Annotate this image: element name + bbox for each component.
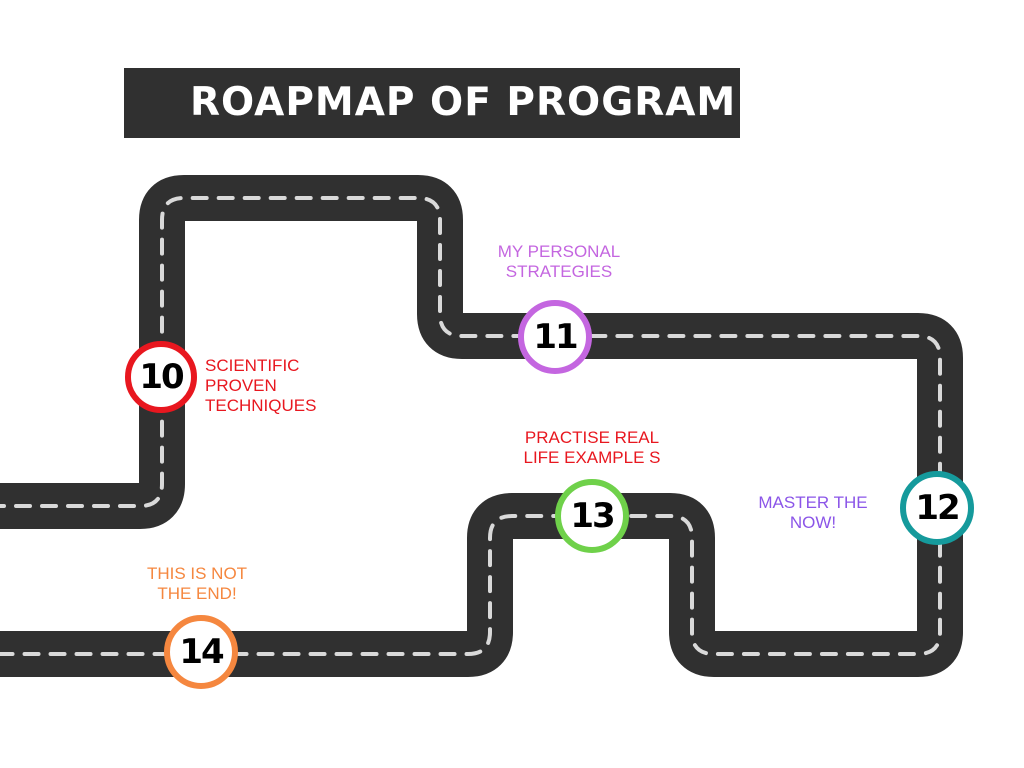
label-line: NOW! [789, 513, 837, 532]
milestone-13-label: PRACTISE REAL LIFE EXAMPLE S [502, 428, 682, 468]
milestone-12-number: 12 [915, 488, 960, 528]
milestone-13-number: 13 [570, 496, 615, 536]
label-line: PRACTISE REAL [524, 428, 660, 447]
milestone-10-badge: 10 [125, 341, 197, 413]
milestone-14-number: 14 [179, 632, 224, 672]
milestone-12-badge: 12 [900, 471, 974, 545]
milestone-10-label: SCIENTIFIC PROVEN TECHNIQUES [205, 356, 316, 416]
page-title: ROAPMAP OF PROGRAM [190, 80, 737, 125]
label-line: SCIENTIFIC [205, 356, 300, 375]
milestone-14-label: THIS IS NOT THE END! [127, 564, 267, 604]
milestone-11-label: MY PERSONAL STRATEGIES [478, 242, 640, 282]
label-line: LIFE EXAMPLE S [523, 448, 661, 467]
label-line: TECHNIQUES [205, 396, 317, 415]
label-line: THE END! [157, 584, 237, 603]
milestone-10-number: 10 [139, 357, 184, 397]
title-banner: ROAPMAP OF PROGRAM [124, 68, 740, 138]
milestone-12-label: MASTER THE NOW! [743, 493, 883, 533]
milestone-13-badge: 13 [555, 479, 629, 553]
label-line: THIS IS NOT [146, 564, 248, 583]
label-line: PROVEN [205, 376, 277, 395]
label-line: STRATEGIES [505, 262, 613, 281]
milestone-11-badge: 11 [518, 300, 592, 374]
label-line: MY PERSONAL [497, 242, 621, 261]
milestone-11-number: 11 [533, 317, 578, 357]
label-line: MASTER THE [758, 493, 868, 512]
milestone-14-badge: 14 [164, 615, 238, 689]
